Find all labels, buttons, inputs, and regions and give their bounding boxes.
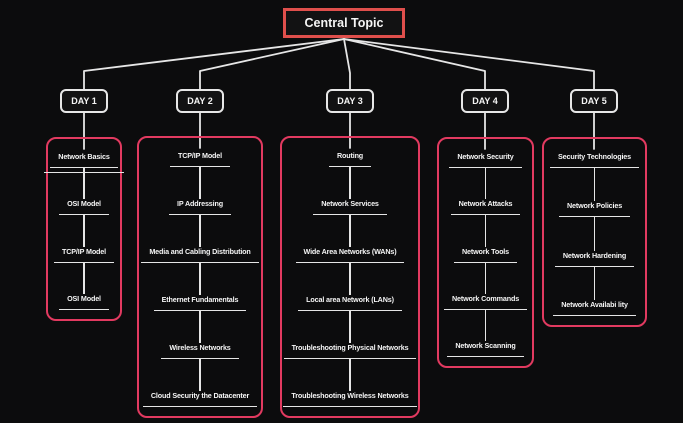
topic-node[interactable]: Wide Area Networks (WANs) xyxy=(295,247,405,263)
central-topic-label: Central Topic xyxy=(304,16,384,30)
topic-node[interactable]: Cloud Security the Datacenter xyxy=(142,391,258,407)
topic-node[interactable]: Media and Cabling Distribution xyxy=(141,247,259,263)
topic-node[interactable]: TCP/IP Model xyxy=(170,151,230,167)
day-3-node[interactable]: DAY 3 xyxy=(326,89,374,113)
topic-node[interactable]: OSI Model xyxy=(59,199,109,216)
connector-line xyxy=(343,38,351,90)
connector-line xyxy=(343,38,595,90)
topic-node[interactable]: Network Scanning xyxy=(447,341,524,357)
day-2-node[interactable]: DAY 2 xyxy=(176,89,224,113)
topic-connector-stem xyxy=(484,168,487,200)
topic-connector-stem xyxy=(199,263,201,295)
topic-node[interactable]: Wireless Networks xyxy=(161,343,239,359)
topic-connector-stem xyxy=(349,167,351,199)
day-1-label: DAY 1 xyxy=(71,96,97,106)
topic-node[interactable]: Ethernet Fundamentals xyxy=(153,295,247,311)
topic-node[interactable]: Troubleshooting Physical Networks xyxy=(283,343,417,359)
day-5-label: DAY 5 xyxy=(581,96,607,106)
topic-node[interactable]: OSI Model xyxy=(59,294,109,310)
central-topic-node[interactable]: Central Topic xyxy=(283,8,405,38)
topic-node[interactable]: IP Addressing xyxy=(169,199,231,215)
day-4-node[interactable]: DAY 4 xyxy=(461,89,509,113)
topic-node[interactable]: Routing xyxy=(328,151,372,167)
topic-connector-stem xyxy=(484,262,487,294)
topic-node[interactable]: Security Technologies xyxy=(549,152,639,168)
topic-connector-stem xyxy=(349,311,351,343)
topic-connector-stem xyxy=(349,359,351,391)
topic-node[interactable]: Network Services xyxy=(313,199,387,215)
topic-connector-stem xyxy=(199,311,201,343)
topic-node[interactable]: TCP/IP Model xyxy=(54,247,114,263)
topic-node[interactable]: Troubleshooting Wireless Networks xyxy=(283,391,417,407)
topic-node[interactable]: Network Security xyxy=(449,152,522,168)
topic-node[interactable]: Network Availabi lity xyxy=(553,300,636,316)
topic-connector-stem xyxy=(349,263,351,295)
topic-connector-stem xyxy=(83,168,85,200)
topic-node[interactable]: Network Attacks xyxy=(450,199,521,216)
topic-connector-stem xyxy=(83,262,85,294)
connector-line xyxy=(199,38,345,90)
topic-connector-stem xyxy=(593,217,596,251)
topic-node[interactable]: Network Policies xyxy=(558,201,631,218)
topic-connector-stem xyxy=(484,309,487,341)
day-4-label: DAY 4 xyxy=(472,96,498,106)
topic-connector-stem xyxy=(83,215,85,247)
topic-connector-stem xyxy=(199,359,201,391)
day-2-label: DAY 2 xyxy=(187,96,213,106)
connector-line xyxy=(343,38,486,90)
day-1-node[interactable]: DAY 1 xyxy=(60,89,108,113)
topic-node[interactable]: Network Tools xyxy=(453,247,518,263)
topic-connector-stem xyxy=(199,215,201,247)
topic-connector-stem xyxy=(349,215,351,247)
topic-connector-stem xyxy=(199,167,201,199)
day-3-label: DAY 3 xyxy=(337,96,363,106)
topic-connector-stem xyxy=(593,168,596,202)
connector-line xyxy=(83,38,345,90)
topic-connector-stem xyxy=(593,266,596,300)
day-5-node[interactable]: DAY 5 xyxy=(570,89,618,113)
topic-node[interactable]: Network Basics xyxy=(44,152,125,173)
topic-node[interactable]: Network Commands xyxy=(443,294,528,310)
topic-node[interactable]: Network Hardening xyxy=(554,251,635,267)
topic-connector-stem xyxy=(484,215,487,247)
topic-node[interactable]: Local area Network (LANs) xyxy=(298,295,402,311)
